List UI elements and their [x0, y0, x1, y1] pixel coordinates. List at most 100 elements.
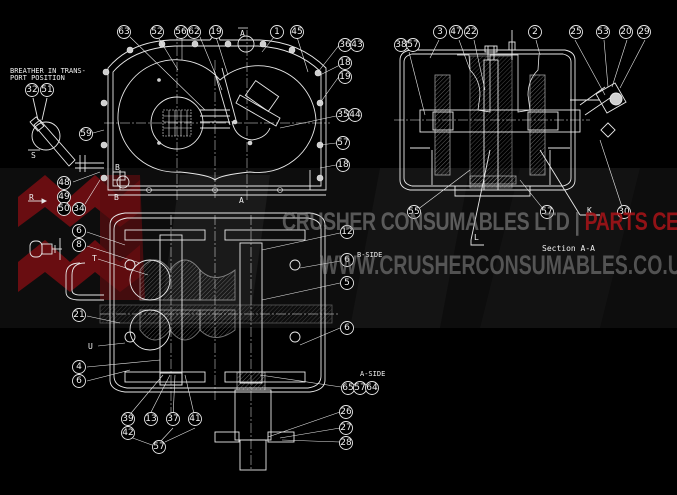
balloon-51: 51: [40, 83, 54, 97]
svg-text:20: 20: [620, 27, 632, 37]
svg-text:38: 38: [395, 40, 407, 50]
balloon-20: 20: [619, 25, 633, 39]
svg-text:6: 6: [344, 255, 350, 265]
balloon-59: 59: [79, 127, 93, 141]
svg-text:52: 52: [151, 27, 162, 37]
balloon-38: 38: [394, 38, 408, 52]
balloon-3: 3: [433, 25, 447, 39]
balloon-6c: 6: [340, 253, 354, 267]
balloon-45: 45: [290, 25, 304, 39]
balloon-41: 41: [188, 412, 202, 426]
svg-text:30: 30: [618, 207, 630, 217]
svg-text:57: 57: [354, 383, 365, 393]
svg-text:62: 62: [188, 27, 199, 37]
breather-note-line1: BREATHER IN TRANS-: [10, 67, 86, 75]
balloon-25: 25: [569, 25, 583, 39]
balloon-6d: 6: [340, 321, 354, 335]
svg-text:12: 12: [341, 227, 352, 237]
svg-text:32: 32: [26, 85, 37, 95]
balloon-26: 26: [339, 405, 353, 419]
svg-text:26: 26: [340, 407, 352, 417]
svg-text:35: 35: [337, 110, 348, 120]
svg-text:19: 19: [339, 72, 351, 82]
svg-text:18: 18: [337, 160, 349, 170]
svg-text:57: 57: [153, 442, 164, 452]
breather-detail: [28, 97, 104, 204]
balloon-62: 62: [187, 25, 201, 39]
balloon-34: 34: [72, 202, 86, 216]
balloon-30: 30: [617, 205, 631, 219]
breather-note-line2: PORT POSITION: [10, 74, 65, 82]
balloon-56: 56: [174, 25, 188, 39]
part-balloons-front: 63 52 56 62 19 A 1 45 36 43 18 19 35 44 …: [10, 25, 364, 216]
view-marker-a-bottom: A: [239, 196, 244, 205]
balloon-12: 12: [340, 225, 354, 239]
balloon-47: 47: [449, 25, 463, 39]
balloon-8: 8: [72, 238, 86, 252]
svg-text:4: 4: [76, 362, 82, 372]
section-label: Section A-A: [542, 244, 595, 253]
part-balloons-plan: 6 8 T 21 U 4 6 12 6 B-SIDE 5 6 A-SIDE 65…: [72, 224, 385, 454]
svg-text:39: 39: [122, 414, 134, 424]
balloon-27: 27: [339, 421, 353, 435]
balloon-18b: 18: [336, 158, 350, 172]
balloon-42: 42: [121, 426, 135, 440]
svg-text:37: 37: [167, 414, 178, 424]
watermark-background: [0, 168, 677, 328]
balloon-39: 39: [121, 412, 135, 426]
balloon-28: 28: [339, 436, 353, 450]
balloon-19b: 19: [338, 70, 352, 84]
svg-text:6: 6: [76, 376, 82, 386]
svg-text:59: 59: [80, 129, 92, 139]
balloon-49: 49: [57, 190, 71, 204]
svg-text:57: 57: [407, 40, 418, 50]
svg-text:34: 34: [73, 204, 85, 214]
svg-text:45: 45: [291, 27, 302, 37]
b-side-label: B-SIDE: [357, 251, 382, 259]
section-view: [394, 30, 627, 246]
view-marker-t: T: [92, 254, 97, 263]
svg-text:1: 1: [274, 27, 280, 37]
view-marker-b-upper: B: [115, 163, 120, 172]
watermark-company-name: CRUSHER CONSUMABLES LTD: [282, 208, 570, 236]
balloon-57: 57: [336, 136, 350, 150]
balloon-5: 5: [340, 276, 354, 290]
svg-text:19: 19: [210, 27, 222, 37]
balloon-57s: 57: [406, 38, 420, 52]
svg-text:22: 22: [465, 27, 476, 37]
svg-text:49: 49: [58, 192, 70, 202]
balloon-36: 36: [338, 38, 352, 52]
balloon-55: 55: [407, 205, 421, 219]
svg-text:28: 28: [340, 438, 352, 448]
watermark-website: WWW.CRUSHERCONSUMABLES.CO.UK: [320, 250, 677, 280]
svg-text:36: 36: [339, 40, 351, 50]
balloon-19: 19: [209, 25, 223, 39]
part-balloons-section: 38 57 3 47 22 2 25 53 20 29 55 57 30 K L…: [394, 25, 651, 253]
view-marker-s: S: [31, 151, 36, 160]
balloon-44: 44: [348, 108, 362, 122]
balloon-2: 2: [528, 25, 542, 39]
svg-text:47: 47: [450, 27, 461, 37]
svg-text:44: 44: [349, 110, 361, 120]
svg-text:48: 48: [58, 178, 70, 188]
svg-text:3: 3: [437, 27, 443, 37]
balloon-37: 37: [166, 412, 180, 426]
balloon-57p: 57: [353, 381, 367, 395]
svg-text:53: 53: [597, 27, 608, 37]
svg-text:21: 21: [73, 310, 84, 320]
svg-text:57: 57: [337, 138, 348, 148]
balloon-29: 29: [637, 25, 651, 39]
balloon-57p2: 57: [152, 440, 166, 454]
balloon-22: 22: [464, 25, 478, 39]
plan-view: [29, 212, 340, 471]
view-marker-a-top: A: [240, 29, 245, 38]
svg-text:2: 2: [532, 27, 538, 37]
balloon-50: 50: [57, 202, 71, 216]
balloon-4: 4: [72, 360, 86, 374]
svg-text:6: 6: [344, 323, 350, 333]
svg-text:64: 64: [366, 383, 378, 393]
balloon-1: 1: [270, 25, 284, 39]
balloon-52: 52: [150, 25, 164, 39]
view-marker-k: K: [587, 206, 592, 215]
svg-text:5: 5: [344, 278, 350, 288]
